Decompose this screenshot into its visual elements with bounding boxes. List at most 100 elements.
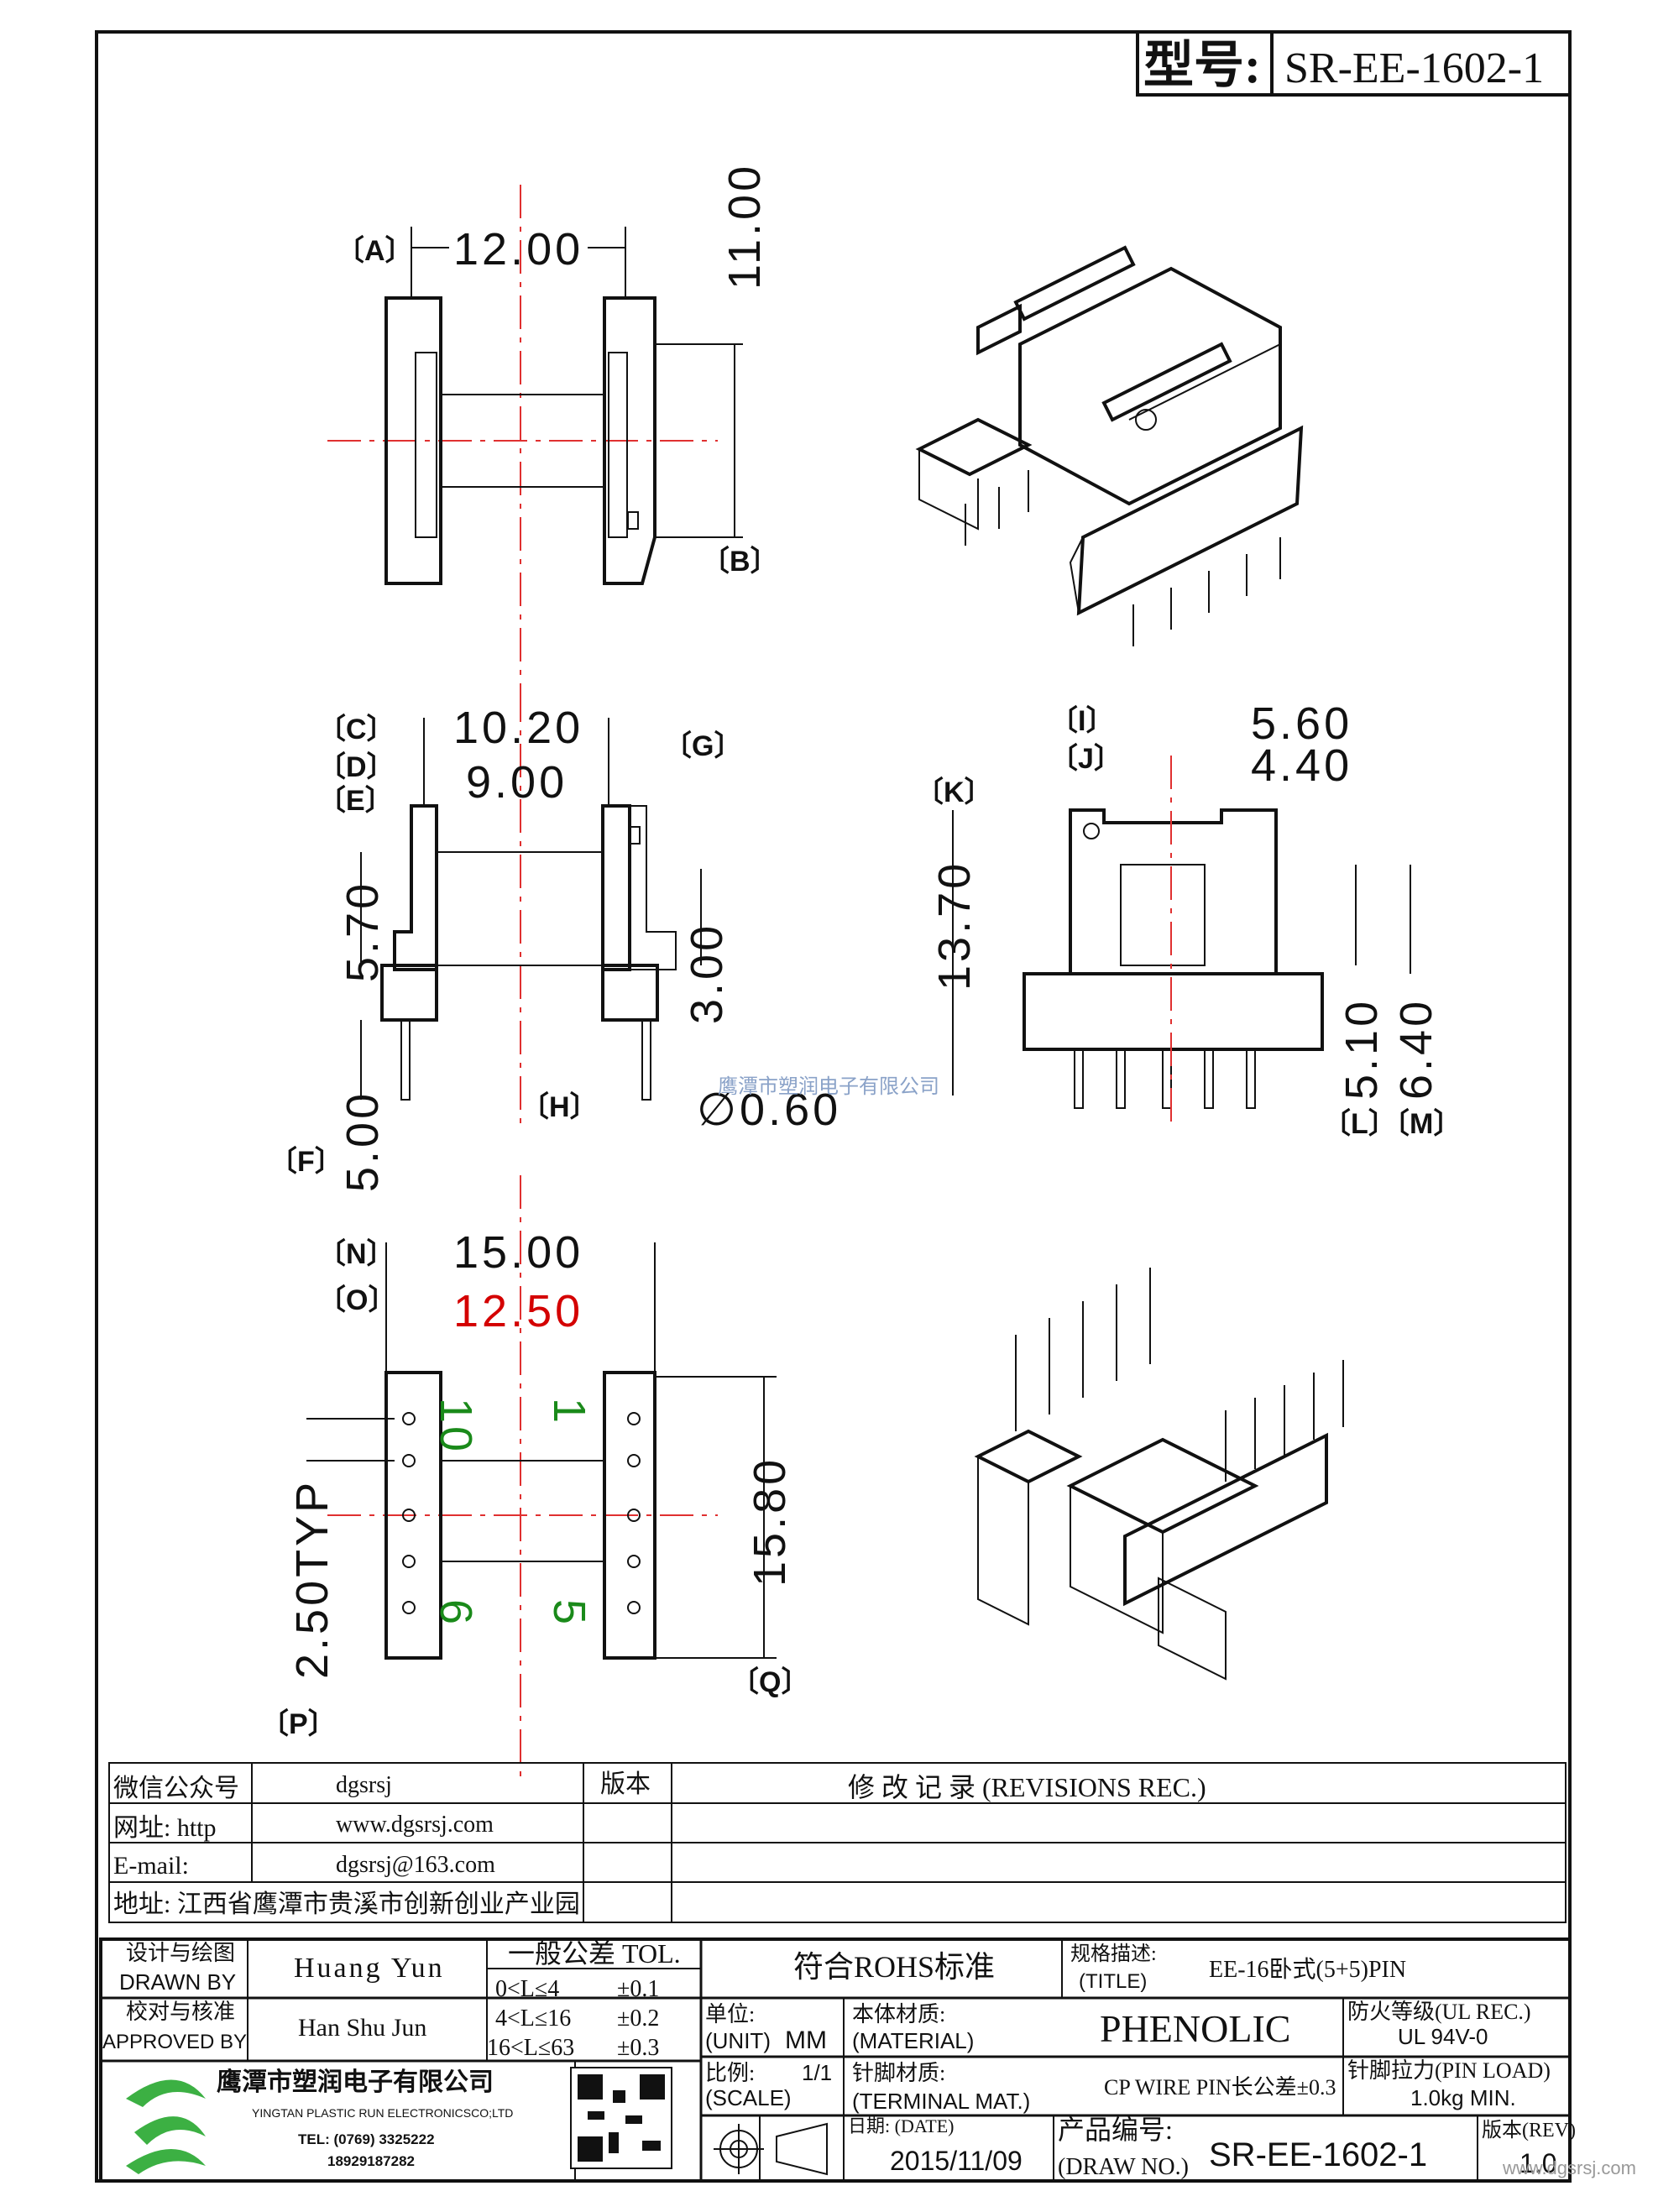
dim-L-value: 5.10 (1336, 998, 1387, 1100)
material-value: PHENOLIC (1100, 2007, 1290, 2050)
drawn-by-en: DRAWN BY (119, 1969, 236, 1995)
iso-bottom-pins (1015, 1268, 1344, 1482)
draw-no-value: SR-EE-1602-1 (1209, 2136, 1427, 2173)
tol-value-2: ±0.3 (617, 2035, 659, 2061)
dim-G-value: 3.00 (682, 923, 732, 1024)
bottom-view: 10 1 6 5 (327, 1175, 718, 1780)
isometric-view-top (915, 245, 1304, 646)
material-cn: 本体材质: (852, 2002, 945, 2026)
model-label: 型号: (1143, 38, 1261, 93)
dim-J-value: 4.40 (1251, 740, 1352, 791)
top-view (327, 185, 718, 688)
scale-en: (SCALE) (705, 2085, 792, 2110)
dim-C-D: 〔C〕 10.20 〔D〕 9.00 〔E〕 (317, 703, 609, 817)
iso-top-pins (965, 470, 1281, 646)
dim-B-value: 11.00 (719, 163, 770, 290)
label-G: 〔G〕 (663, 729, 742, 762)
dim-B: 11.00 〔B〕 (655, 163, 779, 578)
dim-G: 〔G〕 3.00 (663, 729, 742, 1024)
dim-N-value: 15.00 (453, 1227, 583, 1278)
terminal-en: (TERMINAL MAT.) (852, 2089, 1030, 2114)
scale-cn: 比例: (705, 2061, 755, 2085)
label-P: 〔P〕 (260, 1707, 337, 1740)
drawn-by-cn: 设计与绘图 (126, 1941, 235, 1965)
terminal-cn: 针脚材质: (852, 2061, 945, 2085)
bottom-pins-right (627, 1412, 641, 1614)
company-logo-icon (126, 2079, 206, 2174)
dim-I-value: 5.60 (1251, 698, 1352, 749)
info-table: 微信公众号 dgsrsj 网址: http www.dgsrsj.com E-m… (108, 1762, 1567, 1923)
dim-N-O: 〔N〕 15.00 〔O〕 12.50 (317, 1227, 656, 1373)
label-H: 〔H〕 (520, 1090, 599, 1123)
date-label: 日期: (DATE) (848, 2115, 954, 2136)
unit-value: MM (785, 2026, 827, 2054)
dim-Q-value: 15.80 (745, 1456, 795, 1587)
dim-C-value: 10.20 (453, 703, 583, 753)
dim-H: 〔H〕 ∅0.60 (520, 1085, 838, 1135)
company-mobile: 18929187282 (327, 2153, 415, 2169)
fire-rating-value: UL 94V-0 (1398, 2024, 1488, 2049)
label-L: 〔L〕 (1322, 1107, 1397, 1140)
label-C: 〔C〕 (317, 713, 395, 745)
title-cn: 规格描述: (1070, 1943, 1157, 1965)
draw-no-cn: 产品编号: (1058, 2115, 1173, 2145)
dim-Q: 15.80 〔Q〕 (655, 1376, 809, 1698)
drawn-by-name: Huang Yun (294, 1953, 445, 1984)
email-label: E-mail: (113, 1852, 189, 1880)
tol-range-0: 0<L≤4 (495, 1976, 559, 2002)
label-K: 〔K〕 (915, 776, 993, 808)
rev-label: 版本(REV) (1482, 2119, 1576, 2141)
approved-by-cn: 校对与核准 (126, 2000, 235, 2024)
pin-1-label: 1 (544, 1398, 594, 1426)
dim-P-value: 2.50TYP (287, 1479, 337, 1679)
model-number: SR-EE-1602-1 (1284, 44, 1544, 92)
model-box: 型号: SR-EE-1602-1 (1136, 30, 1572, 97)
dim-I-J-K: 〔I〕 5.60 〔J〕 4.40 〔K〕 13.70 (915, 698, 1352, 1096)
dim-E-value: 5.70 (337, 881, 388, 982)
draw-no-en: (DRAW NO.) (1058, 2154, 1189, 2180)
wechat-label: 微信公众号 (113, 1775, 239, 1802)
isometric-view-bottom (974, 1268, 1344, 1681)
unit-cn: 单位: (705, 2002, 755, 2026)
label-I: 〔I〕 (1049, 704, 1114, 737)
date-value: 2015/11/09 (890, 2146, 1023, 2176)
dim-F-value: 5.00 (337, 1090, 388, 1192)
label-O: 〔O〕 (317, 1284, 396, 1316)
company-name-cn: 鹰潭市塑润电子有限公司 (217, 2068, 494, 2096)
terminal-value: CP WIRE PIN长公差±0.3 (1104, 2075, 1336, 2100)
title-value: EE-16卧式(5+5)PIN (1209, 1956, 1406, 1983)
front-view (380, 688, 677, 1125)
tol-range-1: 4<L≤16 (495, 2005, 571, 2032)
corner-watermark: www.dgsrsj.com (1502, 2157, 1636, 2178)
rohs-statement: 符合ROHS标准 (793, 1950, 995, 1984)
label-M: 〔M〕 (1381, 1107, 1462, 1140)
title-block: 设计与绘图 DRAWN BY Huang Yun 校对与核准 APPROVED … (99, 1937, 1576, 2183)
unit-en: (UNIT) (705, 2028, 771, 2053)
approved-by-en: APPROVED BY (102, 2031, 247, 2053)
pin-5-label: 5 (544, 1599, 594, 1628)
company-tel: TEL: (0769) 3325222 (298, 2131, 435, 2147)
label-N: 〔N〕 (317, 1237, 395, 1270)
label-F: 〔F〕 (269, 1145, 343, 1178)
title-en: (TITLE) (1079, 1970, 1147, 1993)
side-view (1023, 756, 1324, 1125)
company-name-en: YINGTAN PLASTIC RUN ELECTRONICSCO;LTD (252, 2106, 513, 2120)
label-E: 〔E〕 (317, 784, 394, 817)
revision-title: 修 改 记 录 (REVISIONS REC.) (848, 1772, 1206, 1802)
qr-code-icon (570, 2067, 672, 2169)
label-J: 〔J〕 (1049, 742, 1122, 775)
label-D: 〔D〕 (317, 750, 395, 783)
pin-6-label: 6 (431, 1599, 481, 1628)
watermark: 鹰潭市塑润电子有限公司 (718, 1075, 939, 1098)
bottom-pins-left (402, 1412, 416, 1614)
tol-range-2: 16<L≤63 (487, 2035, 574, 2061)
dim-L-M: 5.10 6.40 〔L〕 〔M〕 (1322, 865, 1462, 1140)
email-value: dgsrsj@163.com (336, 1852, 495, 1878)
label-B: 〔B〕 (701, 545, 779, 578)
dim-A-value: 12.00 (453, 224, 583, 275)
projection-symbol-icon (714, 2122, 828, 2176)
revision-version-label: 版本 (600, 1770, 651, 1798)
tolerance-title: 一般公差 TOL. (508, 1938, 681, 1969)
web-label: 网址: http (113, 1814, 217, 1842)
